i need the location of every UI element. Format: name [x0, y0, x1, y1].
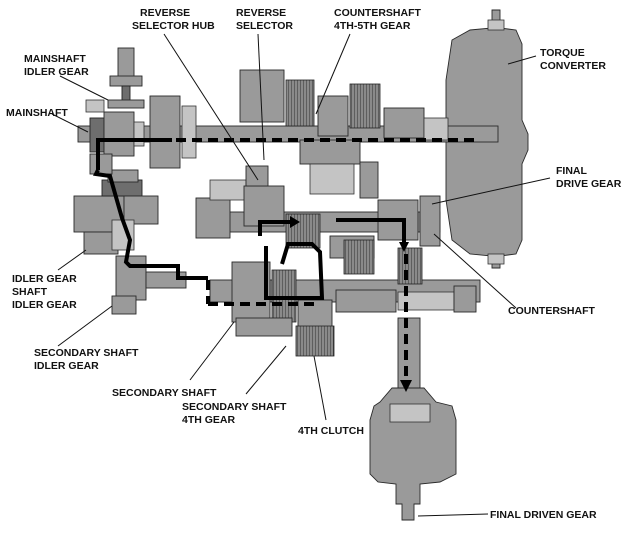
mainshaft-idler-gear: [85, 47, 145, 113]
labels: REVERSE SELECTOR HUB REVERSE SELECTOR CO…: [6, 7, 622, 521]
secondary-shaft-assembly: [111, 255, 481, 357]
label-final-drive-gear: FINAL DRIVE GEAR: [556, 165, 622, 190]
label-secondary-shaft-idler-gear: SECONDARY SHAFT IDLER GEAR: [34, 347, 141, 372]
label-4th-clutch: 4TH CLUTCH: [298, 425, 364, 437]
label-reverse-selector-hub: REVERSE SELECTOR HUB: [132, 7, 215, 32]
label-countershaft: COUNTERSHAFT: [508, 305, 595, 317]
final-driven-gear-assembly: [369, 317, 457, 521]
power-flow-dashed: [176, 138, 476, 392]
label-reverse-selector: REVERSE SELECTOR: [236, 7, 293, 32]
label-secondary-shaft: SECONDARY SHAFT: [112, 387, 217, 399]
label-torque-converter: TORQUE CONVERTER: [540, 47, 606, 72]
label-final-driven-gear: FINAL DRIVEN GEAR: [490, 509, 597, 521]
label-mainshaft-idler-gear: MAINSHAFT IDLER GEAR: [24, 53, 89, 78]
mainshaft-assembly: [77, 69, 499, 169]
power-flow-solid: [92, 138, 409, 300]
idler-gear-shaft: [73, 153, 159, 255]
label-countershaft-4th-5th-gear: COUNTERSHAFT 4TH-5TH GEAR: [334, 7, 424, 32]
leader-lines: [51, 33, 551, 517]
label-mainshaft: MAINSHAFT: [6, 107, 68, 119]
label-idler-gear-shaft-idler-gear: IDLER GEAR SHAFT IDLER GEAR: [12, 273, 80, 311]
label-secondary-shaft-4th-gear: SECONDARY SHAFT 4TH GEAR: [182, 401, 289, 426]
